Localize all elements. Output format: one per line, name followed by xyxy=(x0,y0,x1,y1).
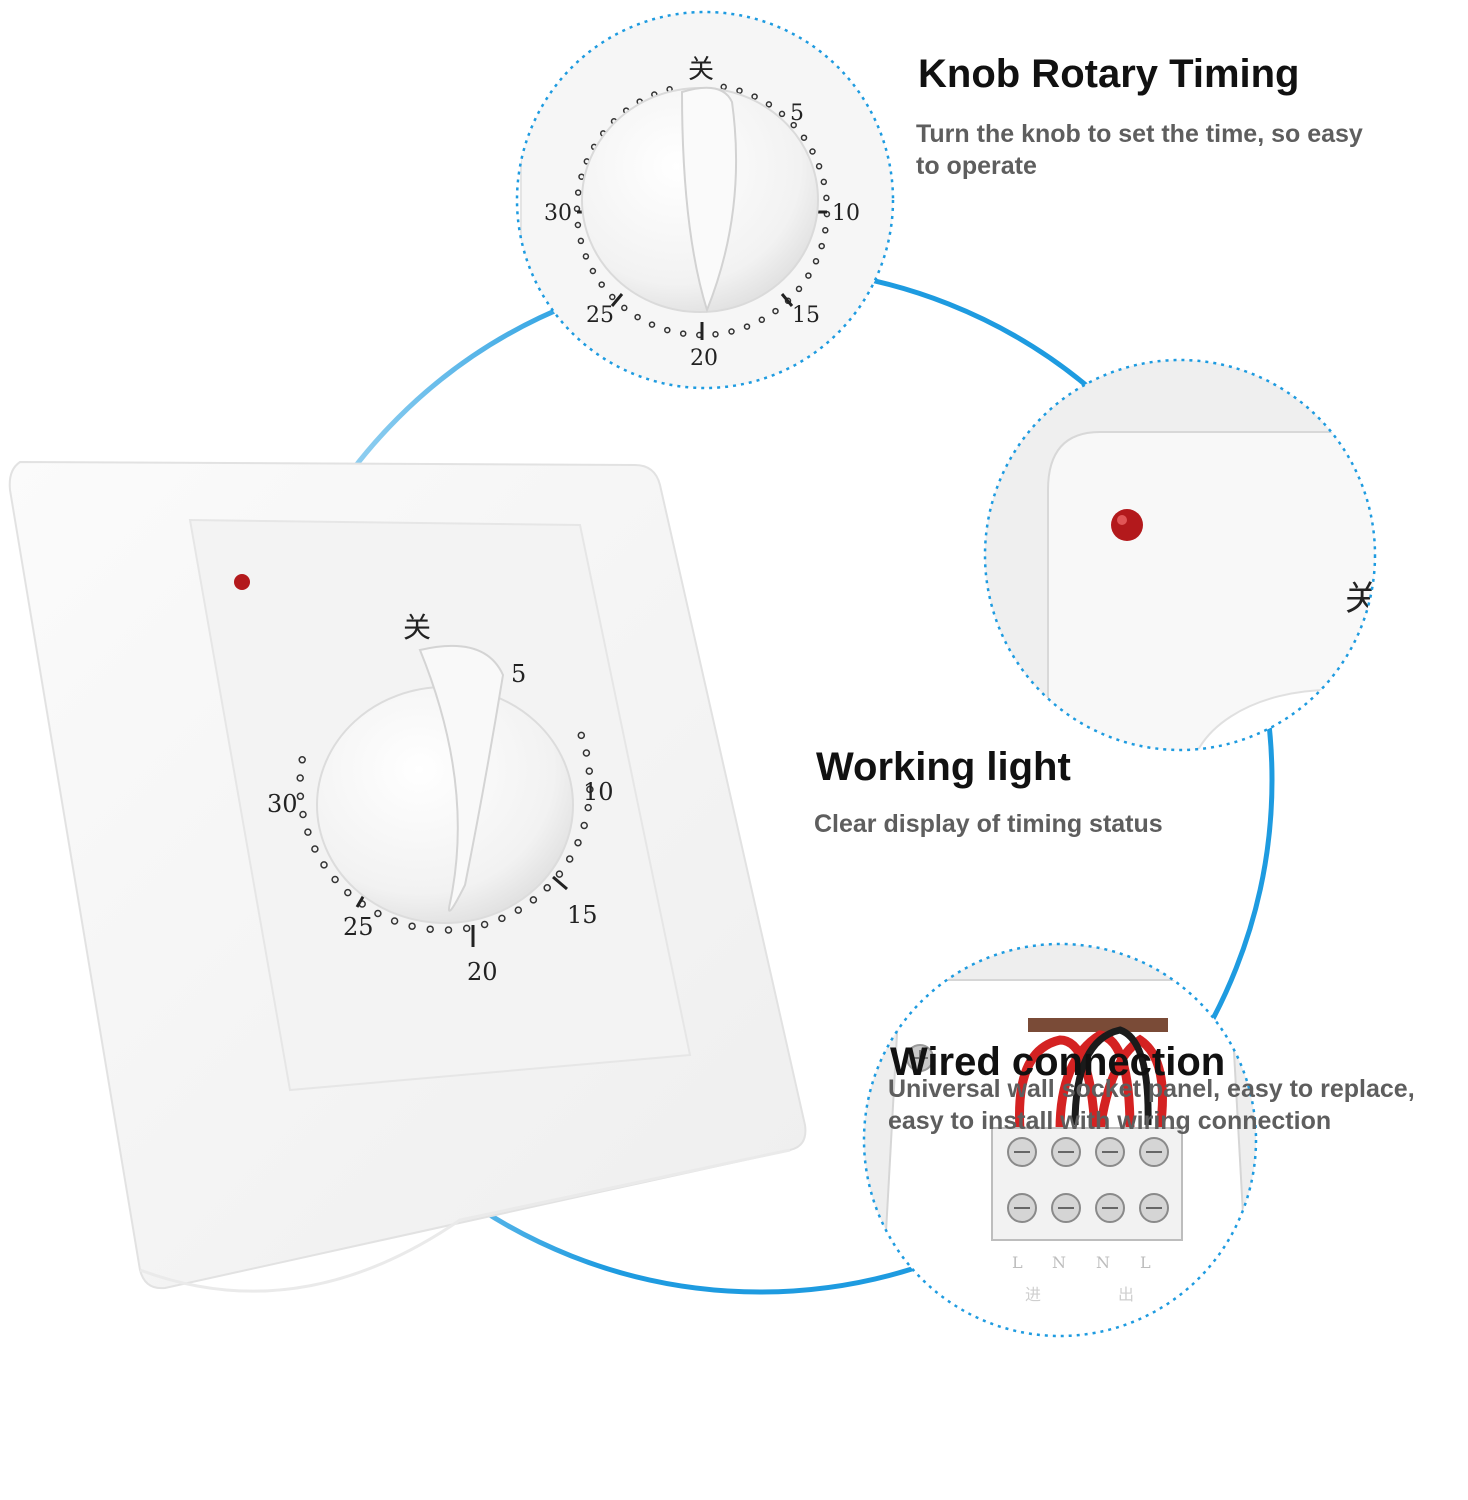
dial-tick-dot xyxy=(765,101,773,108)
feature-desc-knob: Turn the knob to set the time, so easy t… xyxy=(916,120,1363,180)
terminal-label-3: N xyxy=(1096,1253,1110,1272)
dial-tick-dot xyxy=(299,810,307,819)
dial-tick-dot xyxy=(331,875,339,884)
light-detail-circle: 关 xyxy=(983,358,1379,752)
dial-tick-dot xyxy=(584,803,592,812)
dial-tick-dot xyxy=(648,321,656,328)
dial-tick-dot xyxy=(728,328,735,335)
dial-tick-dot xyxy=(577,237,585,245)
dial-tick-dot xyxy=(543,884,551,892)
feature-title-knob: Knob Rotary Timing xyxy=(918,52,1300,96)
panel-dial-5: 5 xyxy=(511,660,526,688)
svg-text:关: 关 xyxy=(1345,579,1379,619)
dial-tick-dot xyxy=(772,307,779,315)
dial-tick-dot xyxy=(498,914,506,923)
dial-tick-dot xyxy=(296,774,304,782)
dial-tick-dot xyxy=(296,792,305,801)
panel-dial-20: 20 xyxy=(467,958,498,986)
feature-title-light: Working light xyxy=(816,745,1071,789)
dial-tick-dot xyxy=(480,920,489,929)
panel-dial: 关 5 10 15 20 25 30 xyxy=(267,611,614,986)
dial-tick-dot xyxy=(555,870,564,878)
panel-dial-15: 15 xyxy=(567,901,598,929)
dial-tick-dot xyxy=(712,331,719,338)
dial-tick-dot xyxy=(634,313,641,321)
dial-tick-dot xyxy=(574,189,582,196)
dial-tick-dot xyxy=(514,906,523,914)
dial-tick-dot xyxy=(298,756,306,764)
panel-dial-30: 30 xyxy=(267,790,298,818)
terminal-label-4: L xyxy=(1140,1253,1151,1272)
terminal-block xyxy=(991,1127,1183,1241)
dial-tick-dot xyxy=(621,304,628,312)
dial-tick-dot xyxy=(574,838,582,847)
dial-tick-dot xyxy=(679,330,687,337)
terminal-label-2: N xyxy=(1052,1253,1066,1272)
terminal-label-1: L xyxy=(1012,1253,1023,1272)
dial-tick-dot xyxy=(580,821,588,830)
dial-tick-dot xyxy=(529,896,538,904)
dial-tick-dot xyxy=(809,148,816,155)
dial-tick-dot xyxy=(818,242,825,250)
top-dial-30: 30 xyxy=(544,201,572,226)
dial-tick-dot xyxy=(444,926,453,934)
top-dial-20: 20 xyxy=(690,346,718,371)
dial-tick-dot xyxy=(795,285,803,293)
dial-tick-dot xyxy=(751,93,758,100)
dial-tick-dot xyxy=(823,194,830,202)
terminal-out-label: 出 xyxy=(1118,1285,1134,1304)
feature-title-wiring: Wired connection xyxy=(890,1040,1226,1084)
dial-tick-dot xyxy=(585,767,594,775)
dial-tick-dot xyxy=(344,888,352,897)
dial-tick-dot xyxy=(805,272,812,279)
dial-tick-dot xyxy=(304,828,312,836)
dial-tick-dot xyxy=(790,121,797,129)
terminal-in-label: 进 xyxy=(1025,1285,1041,1304)
dial-tick-dot xyxy=(822,227,829,234)
dial-tick-dot xyxy=(743,323,751,330)
knob-detail-circle: 关 5 10 15 20 25 30 xyxy=(515,10,895,390)
feature-desc-light: Clear display of timing status xyxy=(814,810,1163,838)
dial-tick-dot xyxy=(736,87,743,94)
dial-tick-dot xyxy=(320,861,328,869)
dial-tick-dot xyxy=(609,293,616,301)
dial-tick-dot xyxy=(565,855,574,863)
top-dial-5: 5 xyxy=(790,101,804,126)
panel-dial-10: 10 xyxy=(583,778,614,806)
panel-dial-off: 关 xyxy=(403,611,431,644)
dial-tick-dot xyxy=(582,749,591,757)
dial-tick-dot xyxy=(812,258,820,265)
wiring-detail-circle: L N N L 进 出 xyxy=(862,942,1258,1338)
panel-dial-25: 25 xyxy=(343,913,374,941)
dial-tick-dot xyxy=(800,134,808,141)
indicator-led-closeup xyxy=(1111,509,1143,541)
dial-tick-dot xyxy=(598,281,605,288)
dial-tick-dot xyxy=(408,922,416,930)
top-dial-off: 关 xyxy=(688,55,714,85)
working-light-led xyxy=(234,574,250,590)
dial-tick-dot xyxy=(426,925,434,933)
dial-tick-dot xyxy=(589,267,597,275)
dial-tick-dot xyxy=(374,909,382,918)
top-dial-15: 15 xyxy=(792,303,820,328)
dial-tick-dot xyxy=(390,917,399,925)
dial-tick-dot xyxy=(815,163,823,170)
dial-tick-dot xyxy=(664,326,671,334)
dial-tick-dot xyxy=(586,785,594,794)
dial-tick-dot xyxy=(311,845,319,853)
dial-tick-dot xyxy=(574,221,582,229)
dial-tick-dot xyxy=(462,924,471,933)
dial-tick-dot xyxy=(577,731,586,740)
dial-tick-dot xyxy=(820,178,828,186)
feature-desc-wiring: Universal wall socket panel, easy to rep… xyxy=(888,1075,1415,1135)
dial-tick-dot xyxy=(778,110,786,118)
top-dial-10: 10 xyxy=(832,201,860,226)
top-dial-25: 25 xyxy=(586,303,614,328)
dial-tick-dot xyxy=(582,253,590,260)
dial-tick-dot xyxy=(758,316,766,324)
